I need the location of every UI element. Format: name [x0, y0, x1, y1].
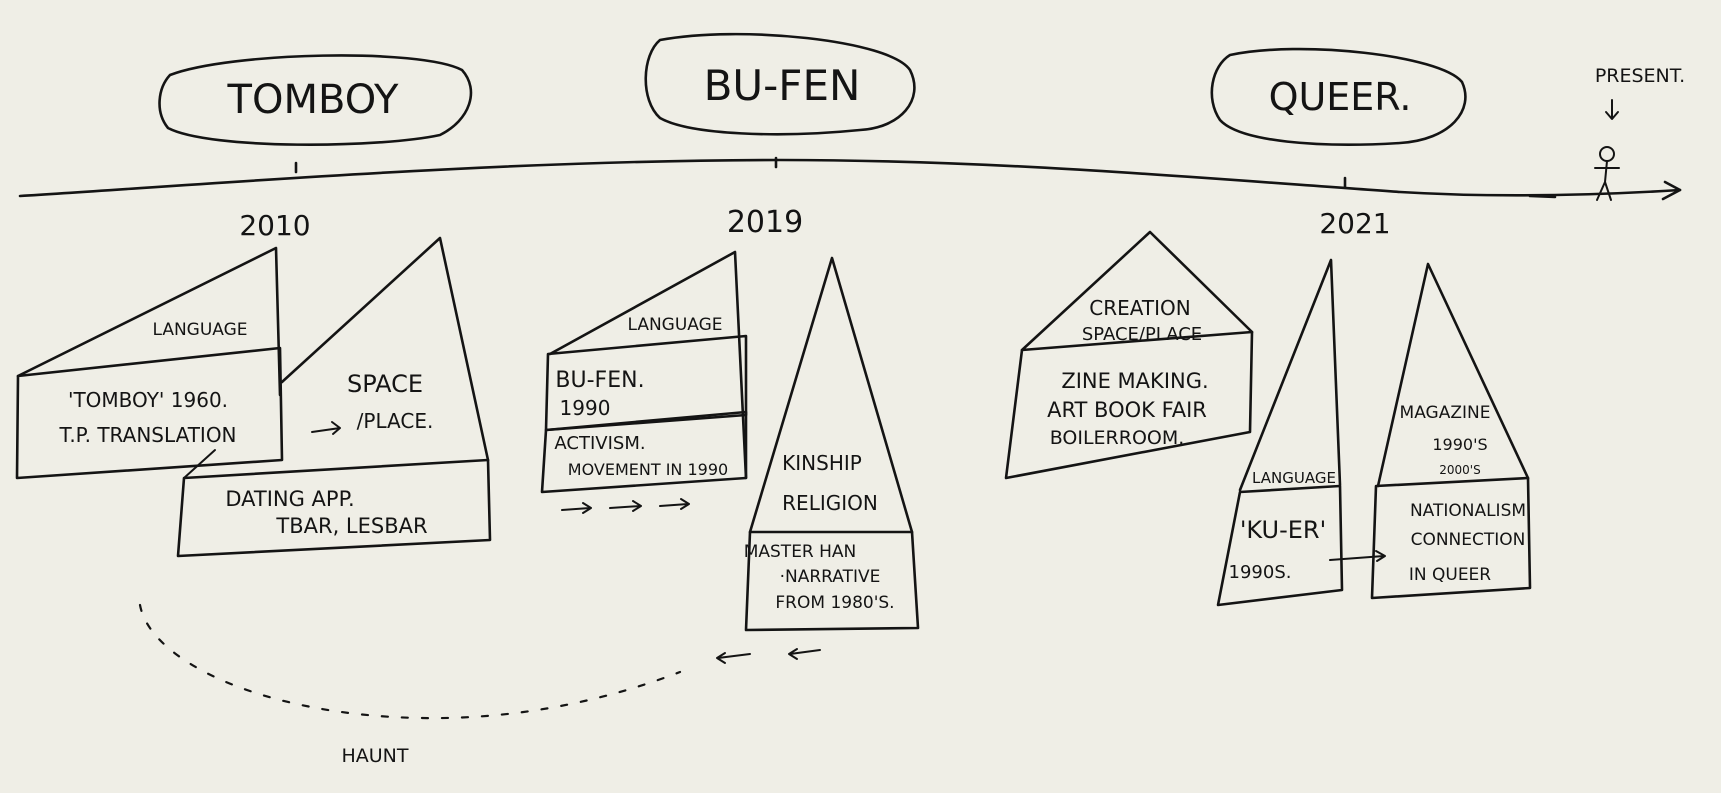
queer-creation-sail: CREATION SPACE/PLACE ZINE MAKING. ART BO…: [1004, 230, 1254, 480]
era-bufen: BU-FEN: [644, 32, 916, 136]
queer-language-label: LANGUAGE: [1252, 469, 1336, 487]
right-arrow-icon: [659, 498, 690, 510]
era-label: QUEER.: [1269, 75, 1412, 119]
queer-language-box-line-1: 'KU-ER': [1240, 516, 1326, 544]
tomboy-space-box-line-1: DATING APP.: [225, 487, 354, 511]
era-label: TOMBOY: [227, 77, 399, 123]
queer-magazine-sail: MAGAZINE 1990'S 2000'S NATIONALISM CONNE…: [1370, 262, 1532, 600]
bufen-kinship-box-line-3: FROM 1980'S.: [775, 593, 894, 613]
bufen-kinship-box-line-2: ·NARRATIVE: [780, 567, 881, 587]
left-arrow-icon: [788, 648, 821, 660]
bufen-kinship-line-1: KINSHIP: [782, 451, 862, 475]
right-arrow-icon: [311, 421, 341, 435]
queer-creation-box-line-2: ART BOOK FAIR: [1047, 398, 1207, 422]
person-body-icon: [1594, 160, 1620, 201]
left-arrow-icon: [716, 652, 751, 664]
present-label: PRESENT.: [1595, 65, 1685, 87]
tomboy-language-line-2: T.P. TRANSLATION: [58, 423, 236, 447]
bufen-language-label: LANGUAGE: [627, 315, 722, 335]
queer-language-sail: LANGUAGE 'KU-ER' 1990S.: [1216, 258, 1386, 607]
present-marker: PRESENT.: [1594, 65, 1685, 201]
haunt-arc: HAUNT: [138, 603, 682, 767]
tomboy-space-box-line-2: TBAR, LESBAR: [275, 514, 427, 538]
bufen-box2-line-1: ACTIVISM.: [554, 433, 645, 454]
queer-magazine-box-line-1: NATIONALISM: [1410, 501, 1526, 521]
year-2021: 2021: [1319, 207, 1390, 240]
bufen-kinship-box-line-1: MASTER HAN: [744, 542, 857, 562]
right-arrow-icon: [561, 502, 592, 514]
queer-magazine-line-1: MAGAZINE: [1400, 403, 1491, 423]
arrowhead-icon: [1661, 180, 1682, 201]
bufen-kinship-line-2: RELIGION: [782, 491, 878, 515]
queer-magazine-line-3: 2000'S: [1439, 463, 1480, 477]
down-arrow-icon: [1605, 99, 1619, 120]
era-tomboy: TOMBOY: [158, 54, 473, 146]
bufen-box1-line-1: BU-FEN.: [555, 368, 644, 393]
bufen-box1-line-2: 1990: [560, 396, 611, 420]
bufen-language-sail: LANGUAGE BU-FEN. 1990 ACTIVISM. MOVEMENT…: [540, 250, 748, 514]
queer-creation-box-line-3: BOILERROOM.: [1050, 427, 1185, 449]
queer-magazine-line-2: 1990'S: [1432, 435, 1487, 454]
queer-creation-line-2: SPACE/PLACE: [1082, 324, 1202, 345]
tomboy-language-sail: LANGUAGE 'TOMBOY' 1960. T.P. TRANSLATION: [15, 246, 284, 480]
era-queer: QUEER.: [1210, 47, 1467, 146]
queer-creation-box-line-1: ZINE MAKING.: [1061, 369, 1208, 393]
tomboy-space-line-2: /PLACE.: [357, 409, 434, 433]
tomboy-space-line-1: SPACE: [347, 370, 423, 398]
timeline-axis: [18, 156, 1682, 201]
year-2010: 2010: [239, 209, 310, 242]
era-label: BU-FEN: [704, 61, 861, 110]
queer-magazine-box-line-2: CONNECTION: [1411, 530, 1526, 550]
queer-language-box-line-2: 1990S.: [1229, 562, 1292, 583]
tomboy-language-label: LANGUAGE: [152, 320, 247, 340]
year-2019: 2019: [727, 205, 803, 240]
tomboy-space-sail: SPACE /PLACE. DATING APP. TBAR, LESBAR: [176, 236, 492, 558]
haunt-label: HAUNT: [341, 745, 408, 767]
right-arrow-icon: [609, 500, 642, 512]
queer-creation-line-1: CREATION: [1089, 296, 1190, 320]
right-arrow-icon: [1329, 550, 1386, 562]
bufen-kinship-sail: KINSHIP RELIGION MASTER HAN ·NARRATIVE F…: [716, 256, 920, 664]
queer-magazine-box-line-3: IN QUEER: [1409, 565, 1491, 585]
tomboy-language-line-1: 'TOMBOY' 1960.: [68, 388, 228, 412]
bufen-box2-line-2: MOVEMENT IN 1990: [568, 460, 728, 479]
person-head-icon: [1599, 146, 1615, 162]
